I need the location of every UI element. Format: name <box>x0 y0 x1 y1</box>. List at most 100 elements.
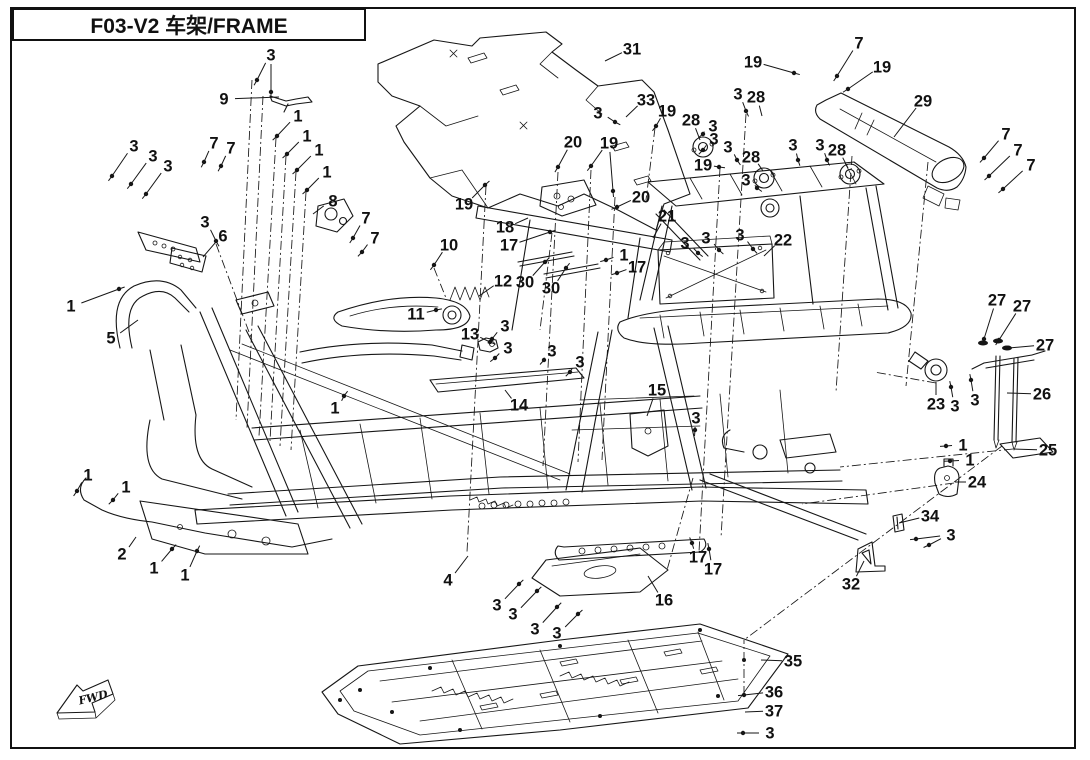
callout-1: 1 <box>965 452 974 470</box>
callout-3: 3 <box>701 230 710 248</box>
callout-3: 3 <box>708 118 717 136</box>
callout-3: 3 <box>946 527 955 545</box>
leader-line <box>836 50 854 77</box>
fastener-stem <box>745 110 750 117</box>
fastener-stem <box>718 166 726 169</box>
leader-line <box>998 313 1017 341</box>
callout-22: 22 <box>774 232 792 250</box>
leader-line <box>286 141 300 155</box>
callout-13: 13 <box>461 326 479 344</box>
rack-top-21 <box>639 161 899 311</box>
leader-line <box>743 692 764 696</box>
callout-3: 3 <box>200 214 209 232</box>
page-title: F03-V2 车架/FRAME <box>90 14 288 38</box>
leader-line <box>189 550 198 568</box>
callout-3: 3 <box>815 137 824 155</box>
fastener-stem <box>577 609 583 615</box>
fastener-stem <box>736 159 741 166</box>
fastener-stem <box>171 544 177 550</box>
callout-3: 3 <box>148 148 157 166</box>
leader-line <box>893 107 917 138</box>
callout-1: 1 <box>330 400 339 418</box>
fastener-stem <box>826 159 830 166</box>
callout-31: 31 <box>623 41 641 59</box>
leader-line <box>557 267 567 282</box>
callout-29: 29 <box>914 93 932 111</box>
fastener-stem <box>969 374 972 381</box>
leader-line <box>519 231 551 243</box>
leader-line <box>625 105 638 118</box>
fastener-stem <box>549 229 556 233</box>
skid-plate-35 <box>321 623 789 745</box>
fastener-stem <box>707 543 710 550</box>
callout-7: 7 <box>361 210 370 228</box>
callout-3: 3 <box>709 131 718 149</box>
top-panel-31 <box>377 31 691 231</box>
leader-line <box>983 308 994 340</box>
fastener-stem <box>586 165 592 172</box>
callout-3: 3 <box>970 392 979 410</box>
fastener-stem <box>909 538 917 541</box>
callout-7: 7 <box>370 230 379 248</box>
fastener-stem <box>253 79 258 86</box>
leader-line <box>119 319 139 334</box>
fastener-stem <box>611 206 618 210</box>
callout-19: 19 <box>658 103 676 121</box>
fastener-stem <box>652 125 657 132</box>
leader-line <box>504 583 520 600</box>
callout-3: 3 <box>503 340 512 358</box>
leader-line <box>758 105 763 117</box>
fastener-stem <box>196 545 201 552</box>
leader-line <box>983 140 999 159</box>
fastener-stem <box>349 237 354 244</box>
callout-8: 8 <box>328 193 337 211</box>
fastener-stem <box>698 149 704 155</box>
fastener-stem <box>487 338 493 344</box>
callout-12: 12 <box>494 273 512 291</box>
leader-line <box>928 538 942 546</box>
fastener-stem <box>544 257 550 263</box>
fastener-stem <box>565 262 570 269</box>
callout-28: 28 <box>828 142 846 160</box>
callout-30: 30 <box>516 274 534 292</box>
fastener-stem <box>126 183 132 190</box>
callout-27: 27 <box>988 292 1006 310</box>
mounts-28 <box>691 136 862 218</box>
leader-line <box>763 245 775 257</box>
fastener-stem <box>272 135 278 141</box>
callout-5: 5 <box>106 330 115 348</box>
callout-7: 7 <box>226 140 235 158</box>
callout-17: 17 <box>689 549 707 567</box>
fastener-stem <box>698 133 704 139</box>
callout-3: 3 <box>680 235 689 253</box>
fastener-stem <box>489 341 496 345</box>
fastener-stem <box>118 286 125 290</box>
leader-line <box>111 152 128 177</box>
callout-3: 3 <box>723 139 732 157</box>
callout-36: 36 <box>765 684 783 702</box>
callout-21: 21 <box>658 208 676 226</box>
callout-1: 1 <box>180 567 189 585</box>
fastener-stem <box>489 357 496 363</box>
callout-27: 27 <box>1013 298 1031 316</box>
fastener-stem <box>995 339 1000 346</box>
leader-line <box>557 149 568 168</box>
fwd-arrow: FWD <box>56 679 116 720</box>
callout-19: 19 <box>744 54 762 72</box>
leader-line <box>202 242 216 258</box>
callout-2: 2 <box>117 546 126 564</box>
leader-line <box>515 217 529 225</box>
leader-line <box>81 288 120 304</box>
leader-line <box>915 535 941 540</box>
center-parts <box>299 179 837 597</box>
fastener-stem <box>282 153 288 159</box>
fastener-stem <box>539 359 545 365</box>
callout-28: 28 <box>682 112 700 130</box>
callout-1: 1 <box>149 560 158 578</box>
callout-11: 11 <box>407 306 424 324</box>
callout-28: 28 <box>742 149 760 167</box>
leader-line <box>454 555 469 574</box>
callout-1: 1 <box>121 479 130 497</box>
leader-line <box>296 155 312 171</box>
